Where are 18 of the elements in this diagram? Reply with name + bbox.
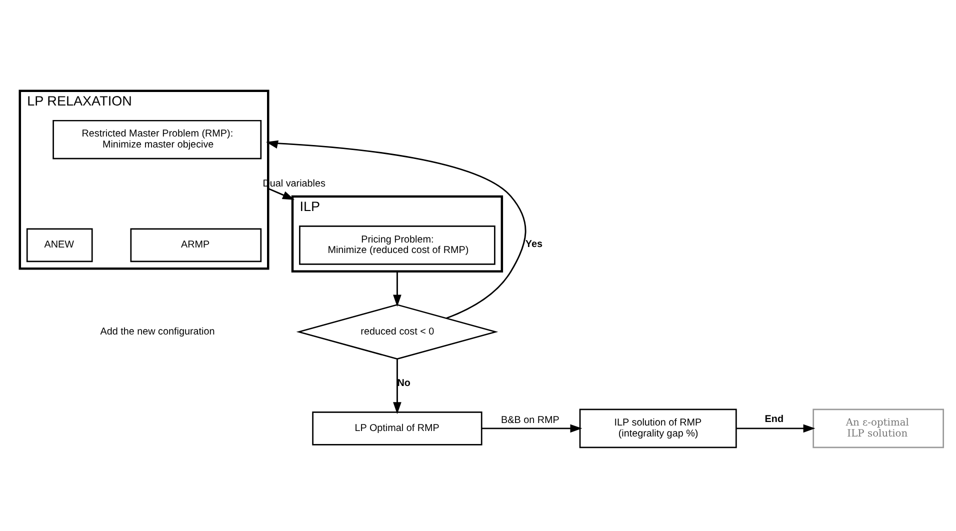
node-box: ILP solution of RMP (integrality gap %) [579, 408, 737, 448]
arrow [393, 359, 402, 414]
edge-label: B&B on RMP [501, 414, 560, 426]
node-box: ANEW [26, 228, 93, 262]
node-box: LP Optimal of RMP [312, 412, 482, 446]
arrow [266, 140, 526, 319]
arrow [268, 188, 294, 200]
node-box: Restricted Master Problem (RMP): Minimize master objecive [52, 120, 262, 160]
arrow [482, 424, 582, 433]
arrow [393, 271, 402, 307]
edge-label: End [764, 414, 784, 425]
node-box: Pricing Problem: Minimize (reduced cost of RMP) [299, 226, 496, 265]
edge-label: Yes [525, 238, 542, 250]
node-box: ARMP [130, 228, 262, 262]
node-box: An ε-optimal ILP solution [812, 408, 944, 448]
node-diamond: reduced cost < 0 [296, 304, 498, 360]
label: Add the new configuration [100, 326, 215, 338]
arrow [736, 424, 816, 433]
